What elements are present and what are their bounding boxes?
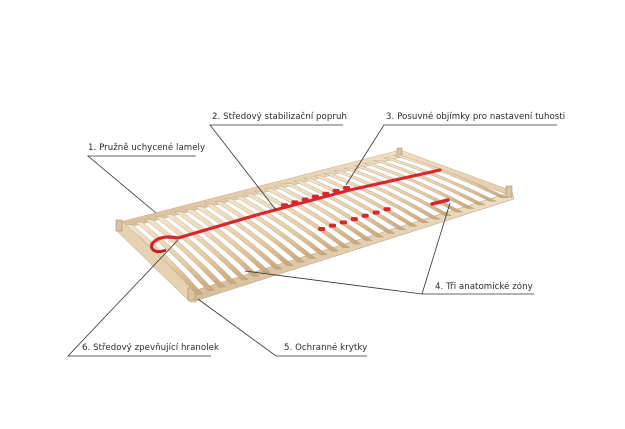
callout-1-label: 1. Pružně uchycené lamely [88, 143, 206, 153]
stiffness-sliders [281, 186, 391, 231]
slider-clip [339, 220, 347, 225]
slider-clip [322, 191, 330, 196]
leader-line-4b [421, 202, 451, 295]
leader-line-5 [197, 298, 367, 357]
slider-clip [372, 210, 380, 215]
end-cap-right-front [505, 185, 513, 198]
slat [125, 224, 204, 295]
slider-clip [312, 194, 320, 199]
callout-3-label: 3. Posuvné objímky pro nastavení tuhosti [386, 112, 566, 122]
leader-lines [67, 124, 557, 357]
strap-end [430, 198, 450, 206]
slider-clip [383, 207, 391, 212]
callout-5-label: 5. Ochranné krytky [284, 343, 368, 353]
slat [134, 221, 215, 291]
slider-clip [291, 200, 299, 205]
slat [383, 157, 497, 202]
slider-clip [343, 186, 351, 191]
slats [125, 155, 508, 295]
slider-clip [281, 203, 289, 208]
leader-line-6 [67, 239, 211, 357]
leader-line-1 [86, 155, 196, 214]
leader-line-2 [209, 124, 343, 211]
callout-2-label: 2. Středový stabilizační popruh [212, 112, 347, 122]
slat [343, 167, 453, 216]
slat [373, 160, 486, 206]
slider-clip [301, 197, 309, 202]
end-cap-left-back [115, 219, 123, 232]
slider-clip [318, 226, 326, 231]
slider-clip [350, 217, 358, 222]
strap-loop [150, 243, 167, 254]
center-stabilizing-strap [150, 168, 442, 246]
leader-line-3 [345, 124, 557, 186]
slider-clip [361, 213, 369, 218]
slat [393, 155, 508, 198]
slat [353, 165, 464, 213]
slider-clip [329, 223, 337, 228]
slider-clip [332, 188, 340, 193]
slat [144, 219, 227, 288]
callout-4-label: 4. Tři anatomické zóny [435, 282, 533, 292]
slat [363, 162, 474, 209]
callout-6-label: 6. Středový zpevňující hranolek [82, 343, 220, 353]
